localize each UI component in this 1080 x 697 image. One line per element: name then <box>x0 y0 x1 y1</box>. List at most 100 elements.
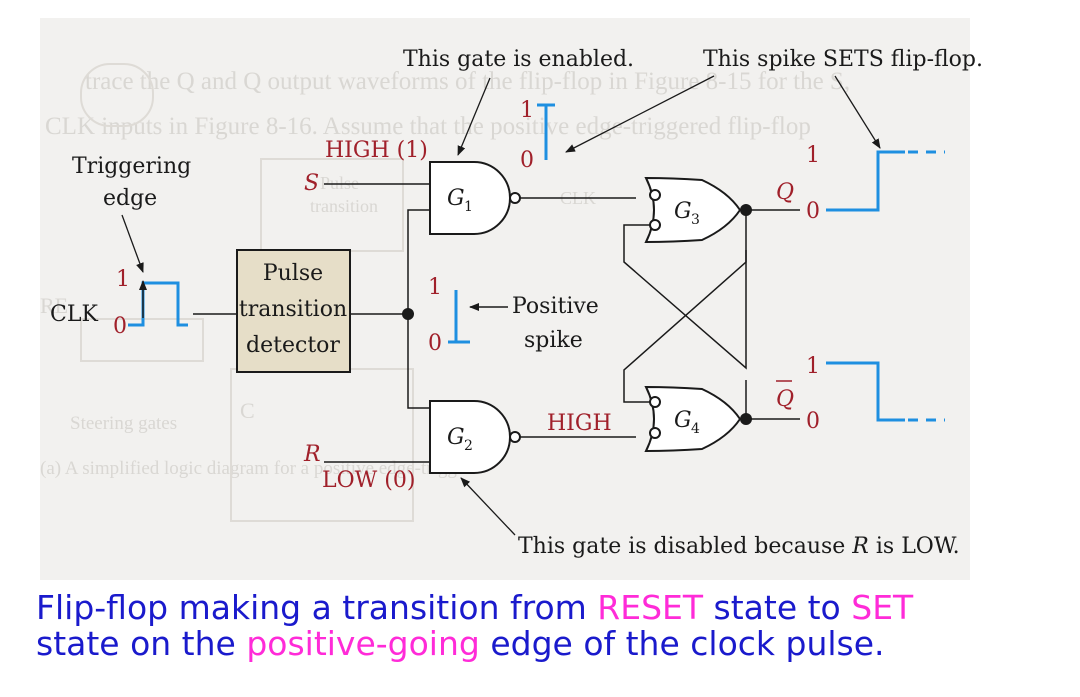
g2-bubble <box>509 431 521 443</box>
flip-flop-diagram: CLK 1 0 Triggering edge Pulse transition… <box>50 47 983 559</box>
g2-body <box>429 400 511 474</box>
qbar-waveform <box>826 361 905 422</box>
g4-subscript: 4 <box>691 421 700 437</box>
clk-pulse-line <box>128 281 188 327</box>
qbar-label: Q <box>776 387 794 412</box>
gate-enabled-arrow <box>457 77 491 156</box>
caption-part5: state on the <box>36 624 247 663</box>
triggering-edge-annotation: Triggering edge <box>72 154 191 273</box>
g4-bubble-bottom <box>649 427 661 439</box>
gate-g2: G 2 <box>429 400 521 474</box>
gate-enabled-text: This gate is enabled. <box>403 47 634 72</box>
ghost-text-line3: Steering gates <box>70 413 177 435</box>
detector-line1: Pulse <box>263 261 323 286</box>
positive-spike-line1: Positive <box>512 294 599 319</box>
qbar-level-zero: 0 <box>806 409 820 434</box>
g3-bubble-bottom <box>649 219 661 231</box>
q-level-zero: 0 <box>806 199 820 224</box>
gate-disabled-post: is LOW. <box>869 534 960 559</box>
g1-letter: G <box>447 186 465 211</box>
qbar-level-one: 1 <box>806 354 820 379</box>
g1-body <box>429 161 511 235</box>
gate-disabled-text: This gate is disabled because R is LOW. <box>518 534 960 559</box>
q-feedback-wire <box>623 210 747 370</box>
r-label: R <box>303 442 321 467</box>
g2-output-state: HIGH <box>547 411 612 436</box>
ghost-text-line1: trace the Q and Q output waveforms of th… <box>85 68 851 95</box>
spike-sets-annotation: This spike SETS flip-flop. <box>565 47 983 153</box>
triggering-edge-arrow <box>121 214 144 273</box>
qbar-label-group: Q <box>776 380 794 412</box>
s-label: S <box>304 171 319 196</box>
triggering-edge-line2: edge <box>103 186 157 211</box>
caption-part3: state to <box>703 588 852 627</box>
g4-body <box>644 385 742 453</box>
g1-bubble <box>509 192 521 204</box>
positive-spike: 1 0 Positive spike <box>428 275 599 356</box>
ghost-transition: transition <box>310 196 378 216</box>
g4-letter: G <box>674 408 692 433</box>
detector-line2: transition <box>239 297 347 322</box>
clk-waveform: CLK 1 0 <box>50 267 236 339</box>
detector-output-wiring <box>350 209 430 409</box>
caption-line1: Flip-flop making a transition from RESET… <box>36 590 913 626</box>
figure-caption: Flip-flop making a transition from RESET… <box>36 590 913 662</box>
g1-subscript: 1 <box>464 199 473 215</box>
detector-line3: detector <box>246 333 340 358</box>
g3-bubble-top <box>649 189 661 201</box>
spike-level-zero: 0 <box>428 331 442 356</box>
positive-spike-line2: spike <box>524 328 583 353</box>
gate-disabled-arrow <box>460 477 516 536</box>
q-label: Q <box>776 180 794 205</box>
q-waveform <box>826 150 905 212</box>
ghost-box-3 <box>80 63 154 127</box>
g3-subscript: 3 <box>691 212 700 228</box>
g2-subscript: 2 <box>464 438 473 454</box>
s-input: S HIGH (1) <box>304 138 430 196</box>
clk-level-one: 1 <box>116 267 130 292</box>
spacer6 <box>624 258 746 380</box>
g1-spike: 1 0 <box>520 98 555 173</box>
triggering-edge-line1: Triggering <box>72 154 191 179</box>
detector-to-gates-wire <box>407 209 430 409</box>
clk-label: CLK <box>50 302 98 327</box>
gate-g1: G 1 <box>429 161 521 235</box>
ghost-re: RE <box>40 293 69 318</box>
gate-disabled-annotation: This gate is disabled because R is LOW. <box>460 477 960 559</box>
gate-disabled-r: R <box>851 534 869 559</box>
qbar-feedback-wire <box>623 250 747 403</box>
caption-reset: RESET <box>597 588 704 627</box>
spike-sets-arrow-left <box>565 75 715 153</box>
clk-level-zero: 0 <box>113 314 127 339</box>
g4-bubble-top <box>649 396 661 408</box>
s-state-label: HIGH (1) <box>325 138 428 163</box>
spacer7 <box>624 225 746 380</box>
caption-line2: state on the positive-going edge of the … <box>36 626 913 662</box>
ghost-steering-gates: Steering gates <box>70 413 178 434</box>
caption-set: SET <box>851 588 914 627</box>
gate-disabled-pre: This gate is disabled because <box>518 534 852 559</box>
g1-spike-level-one: 1 <box>520 98 534 123</box>
spike-sets-text: This spike SETS flip-flop. <box>703 47 983 72</box>
ghost-pulse: Pulse <box>320 173 360 193</box>
gate-enabled-annotation: This gate is enabled. <box>403 47 634 156</box>
pulse-transition-detector: Pulse transition detector <box>236 249 351 373</box>
cross-coupling-wiring <box>623 204 800 425</box>
detector-box <box>236 249 351 373</box>
r-input: R LOW (0) <box>303 442 430 493</box>
spike-sets-arrow-right <box>834 75 881 149</box>
q-level-one: 1 <box>806 143 820 168</box>
r-state-label: LOW (0) <box>322 468 415 493</box>
g2-letter: G <box>447 425 465 450</box>
caption-positive-going: positive-going <box>246 624 480 663</box>
gate-g4: G 4 <box>644 385 742 453</box>
ghost-text-line2: CLK inputs in Figure 8-16. Assume that t… <box>45 113 811 140</box>
caption-part7: edge of the clock pulse. <box>479 624 885 663</box>
ghost-text-line4: (a) A simplified logic diagram for a pos… <box>40 458 457 479</box>
g3-letter: G <box>674 199 692 224</box>
ghost-c: C <box>240 398 255 423</box>
caption-part1: Flip-flop making a transition from <box>36 588 598 627</box>
g3-body <box>644 176 742 244</box>
gate-g3: G 3 <box>644 176 742 244</box>
g1-spike-level-zero: 0 <box>520 148 534 173</box>
